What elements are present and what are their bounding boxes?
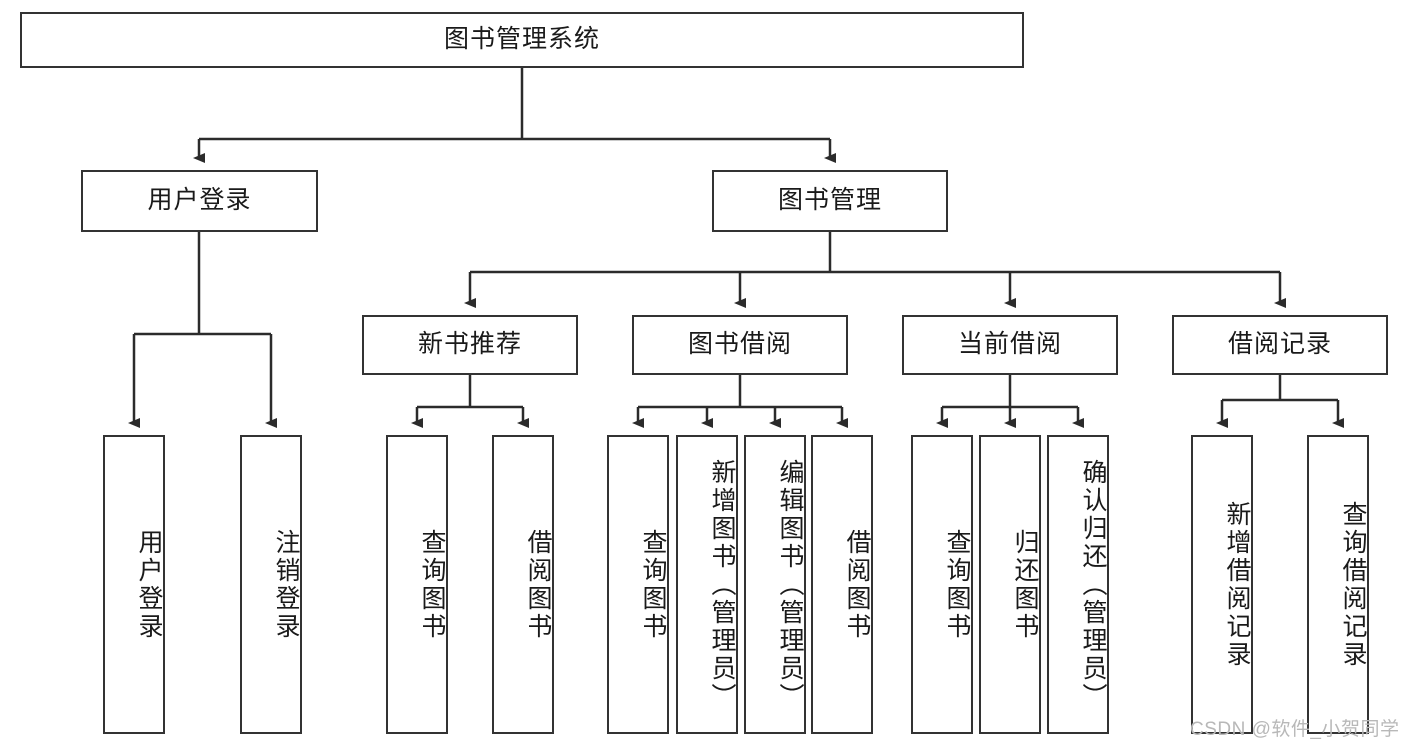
leaf-new-book-borrow[interactable]: 借阅图书 <box>492 435 554 734</box>
node-book-management[interactable]: 图书管理 <box>712 170 948 232</box>
node-label: 借阅图书 <box>524 528 552 641</box>
node-label: 查询借阅记录 <box>1339 500 1367 669</box>
node-book-management-system[interactable]: 图书管理系统 <box>20 12 1024 68</box>
node-label: 当前借阅 <box>957 330 1062 359</box>
node-label: 用户登录 <box>135 528 163 641</box>
node-user-login[interactable]: 用户登录 <box>81 170 318 232</box>
node-new-book-recommend[interactable]: 新书推荐 <box>362 315 578 375</box>
node-label: 图书管理 <box>777 186 882 215</box>
leaf-book-borrow-query[interactable]: 查询图书 <box>607 435 669 734</box>
leaf-borrow-record-query[interactable]: 查询借阅记录 <box>1307 435 1369 734</box>
node-current-borrow[interactable]: 当前借阅 <box>902 315 1118 375</box>
node-label: 图书管理系统 <box>443 25 600 54</box>
node-borrow-record[interactable]: 借阅记录 <box>1172 315 1388 375</box>
node-label: 编辑图书（管理员） <box>776 458 804 711</box>
leaf-user-login-login[interactable]: 用户登录 <box>103 435 165 734</box>
node-label: 图书借阅 <box>687 330 792 359</box>
csdn-watermark: CSDN @软件_小贺同学 <box>1190 719 1400 740</box>
leaf-current-borrow-return[interactable]: 归还图书 <box>979 435 1041 734</box>
node-label: 归还图书 <box>1011 528 1039 641</box>
node-book-borrow[interactable]: 图书借阅 <box>632 315 848 375</box>
leaf-book-borrow-edit[interactable]: 编辑图书（管理员） <box>744 435 806 734</box>
leaf-borrow-record-add[interactable]: 新增借阅记录 <box>1191 435 1253 734</box>
node-label: 新增借阅记录 <box>1223 500 1251 669</box>
node-label: 新增图书（管理员） <box>708 458 736 711</box>
node-label: 借阅图书 <box>843 528 871 641</box>
node-label: 借阅记录 <box>1227 330 1332 359</box>
leaf-user-login-logout[interactable]: 注销登录 <box>240 435 302 734</box>
leaf-new-book-query[interactable]: 查询图书 <box>386 435 448 734</box>
node-label: 确认归还（管理员） <box>1079 458 1107 711</box>
node-label: 注销登录 <box>272 528 300 641</box>
leaf-current-borrow-query[interactable]: 查询图书 <box>911 435 973 734</box>
node-label: 查询图书 <box>639 528 667 641</box>
node-label: 用户登录 <box>147 186 252 215</box>
node-label: 查询图书 <box>943 528 971 641</box>
node-label: 新书推荐 <box>417 330 522 359</box>
node-label: 查询图书 <box>418 528 446 641</box>
leaf-current-borrow-confirm-return[interactable]: 确认归还（管理员） <box>1047 435 1109 734</box>
leaf-book-borrow-add[interactable]: 新增图书（管理员） <box>676 435 738 734</box>
leaf-book-borrow-borrow[interactable]: 借阅图书 <box>811 435 873 734</box>
